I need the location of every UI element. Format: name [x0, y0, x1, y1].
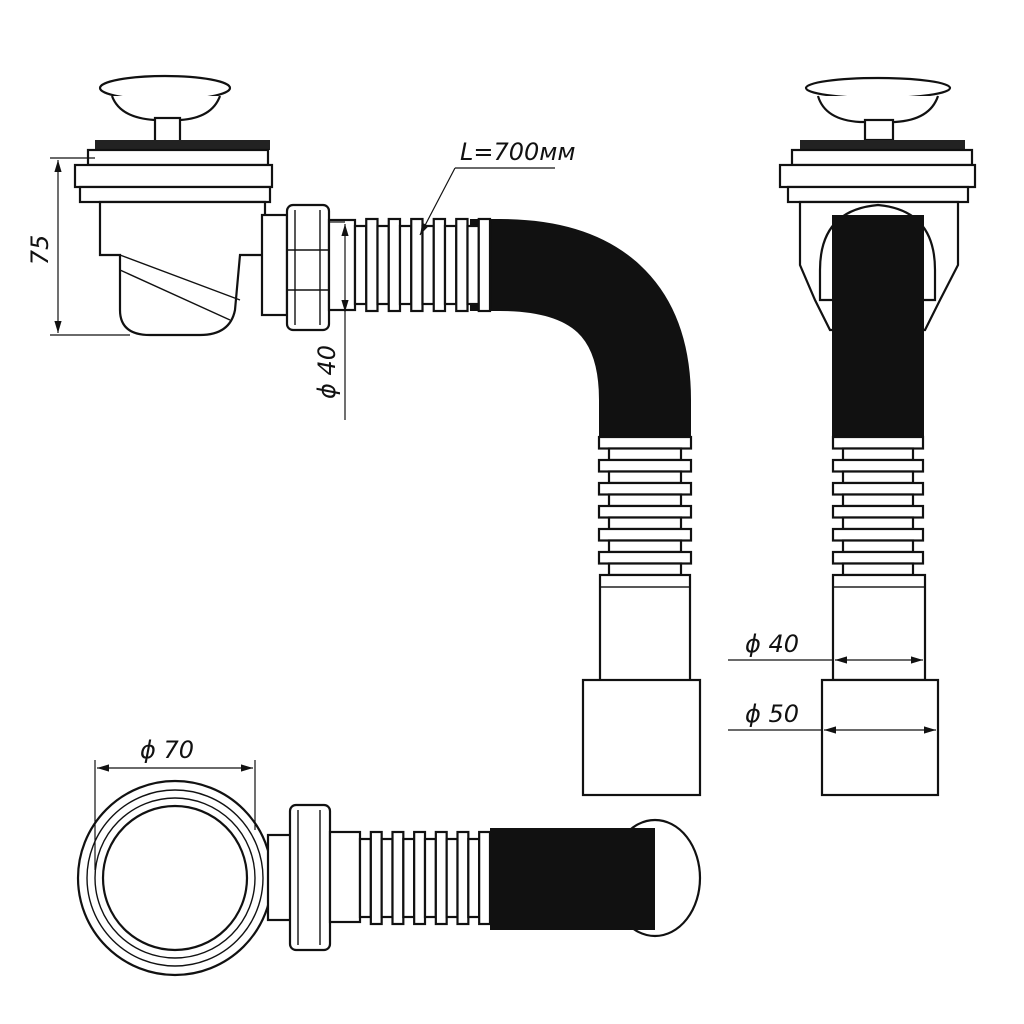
- corrugation-rib: [831, 504, 925, 519]
- corrugation-rib: [831, 481, 925, 496]
- corrugation-rib: [413, 830, 427, 926]
- corrugation-rib: [597, 435, 693, 450]
- black-hose-bend: [470, 219, 691, 440]
- corrugation-rib: [358, 837, 372, 919]
- union-nut: [285, 203, 331, 332]
- corrugation-rib: [353, 224, 368, 306]
- drain-diameter-label: ϕ 70: [140, 736, 194, 764]
- corrugation-rib: [597, 550, 693, 565]
- corrugation-rib: [841, 562, 915, 577]
- corrugation-rib: [369, 830, 383, 926]
- corrugation-rib: [466, 224, 480, 306]
- corrugation-rib: [477, 217, 492, 313]
- drain-flange: [95, 140, 270, 150]
- corrugation-rib: [597, 458, 693, 473]
- outlet-inner-diameter-label: ϕ 40: [745, 630, 799, 658]
- corrugation-rib: [607, 516, 683, 531]
- corrugation-rib: [455, 217, 469, 313]
- corrugation-rib: [607, 539, 683, 554]
- corrugation-rib: [841, 447, 915, 462]
- corrugation-rib: [423, 837, 437, 919]
- height-label: 75: [26, 235, 54, 266]
- black-hose-top: [490, 828, 655, 930]
- outlet-sleeve: [598, 573, 692, 687]
- side-view: [778, 76, 977, 797]
- corrugation-rib: [376, 224, 390, 306]
- corrugation-rib: [831, 527, 925, 542]
- corrugation-rib: [456, 830, 470, 926]
- corrugation-rib: [607, 562, 683, 577]
- corrugation-rib: [421, 224, 435, 306]
- corrugation-rib: [597, 504, 693, 519]
- front-view: [73, 74, 702, 797]
- corrugation-rib: [398, 224, 413, 306]
- dimensions: 75 ϕ 40 L=700мм ϕ 40 ϕ 50 ϕ 70: [26, 138, 936, 870]
- corrugation-rib: [831, 435, 925, 450]
- corrugation-rib: [597, 481, 693, 496]
- corrugation-rib: [432, 217, 447, 313]
- black-hose-vertical: [832, 215, 924, 437]
- corrugation-rib: [841, 470, 915, 485]
- corrugation-rib: [445, 837, 459, 919]
- corrugation-rib: [841, 539, 915, 554]
- corrugation-rib: [607, 470, 683, 485]
- corrugation-rib: [607, 493, 683, 508]
- top-view: [76, 779, 702, 977]
- corrugation-rib: [831, 550, 925, 565]
- inlet-diameter-label: ϕ 40: [313, 345, 341, 399]
- length-label: L=700мм: [460, 138, 576, 166]
- corrugation-rib: [467, 837, 481, 919]
- corrugation-rib: [402, 837, 416, 919]
- corrugation-rib: [597, 527, 693, 542]
- outlet-outer-diameter-label: ϕ 50: [745, 700, 799, 728]
- corrugation-rib: [434, 830, 448, 926]
- outlet-pipe: [581, 678, 702, 797]
- corrugated-section: [353, 217, 492, 313]
- corrugation-rib: [365, 217, 379, 313]
- corrugation-rib: [387, 217, 402, 313]
- corrugation-rib: [831, 458, 925, 473]
- corrugation-rib: [841, 493, 915, 508]
- corrugation-rib: [607, 447, 683, 462]
- corrugation-rib: [391, 830, 405, 926]
- corrugation-rib: [380, 837, 394, 919]
- corrugation-rib: [443, 224, 458, 306]
- corrugation-rib: [478, 830, 492, 926]
- corrugation-rib: [841, 516, 915, 531]
